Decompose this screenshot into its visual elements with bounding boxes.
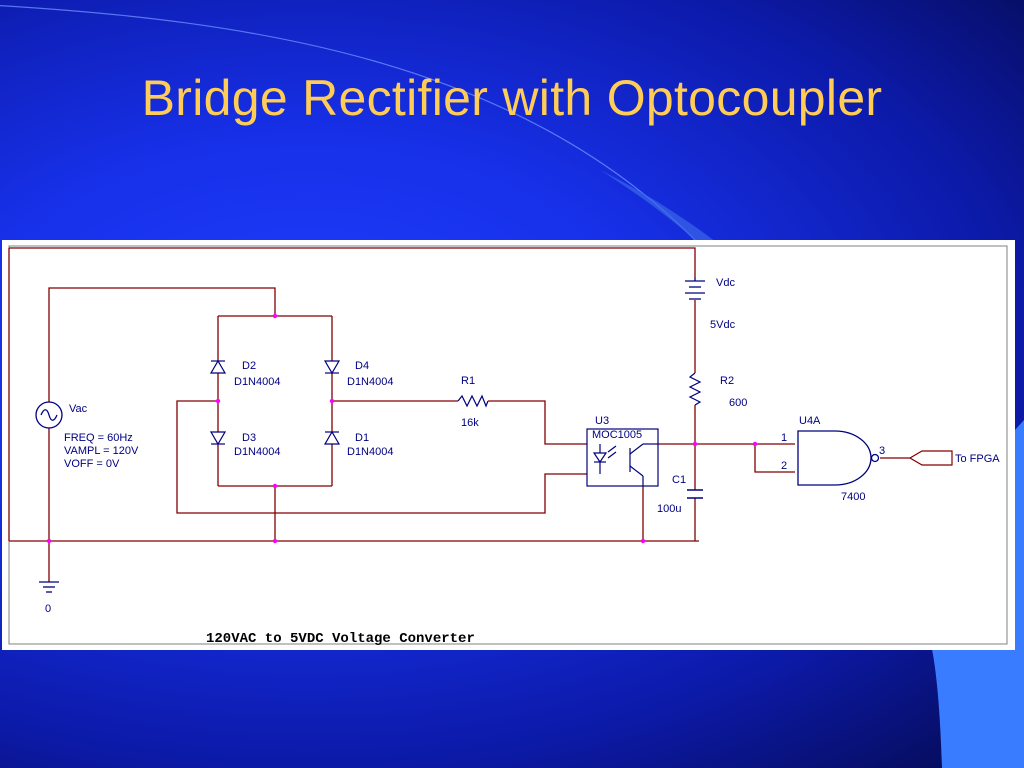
- diode-d1-symbol: [323, 430, 341, 445]
- diode-d4-symbol: [323, 360, 341, 375]
- wire-bridge-left-loop: [176, 400, 587, 514]
- wires: [8, 247, 910, 582]
- slide-title: Bridge Rectifier with Optocoupler: [141, 70, 883, 126]
- source-vampl: VAMPL = 120V: [64, 445, 139, 457]
- r1-ref: R1: [461, 375, 475, 387]
- capacitor-c1-symbol: [687, 489, 703, 499]
- wire-source-to-bridge-top: [48, 287, 276, 402]
- ground-symbol: [39, 581, 59, 593]
- decorative-corner-shape: [930, 420, 1024, 768]
- r1-value: 16k: [461, 417, 479, 429]
- diode-part: D1N4004: [347, 446, 393, 458]
- wire-r1-to-opto: [488, 400, 587, 445]
- output-label: To FPGA: [955, 453, 1000, 465]
- source-name: Vac: [69, 403, 88, 415]
- junction-dot: [272, 538, 278, 544]
- diode-ref: D4: [355, 360, 369, 372]
- optocoupler-symbol: [586, 428, 659, 487]
- battery-ref: Vdc: [716, 277, 735, 289]
- diode-d2-symbol: [209, 359, 227, 374]
- gate-pin-3: 3: [879, 445, 885, 457]
- diode-ref: D3: [242, 432, 256, 444]
- wire-gate-input-2: [754, 444, 795, 473]
- resistor-r1-symbol: [457, 394, 489, 408]
- source-voff: VOFF = 0V: [64, 458, 120, 470]
- opto-ref: U3: [595, 415, 609, 427]
- junction-dot: [215, 398, 221, 404]
- gate-pin-1: 1: [781, 432, 787, 444]
- diode-d3-symbol: [209, 431, 227, 446]
- schematic-panel: Vac FREQ = 60Hz VAMPL = 120V VOFF = 0V 0: [2, 240, 1015, 650]
- opto-part: MOC1005: [592, 429, 642, 441]
- resistor-r2-symbol: [688, 372, 702, 406]
- junction-dot: [272, 313, 278, 319]
- r2-value: 600: [729, 397, 747, 409]
- junction-dot: [752, 441, 758, 447]
- junction-dot: [329, 398, 335, 404]
- gate-part: 7400: [841, 491, 865, 503]
- circuit-schematic: Vac FREQ = 60Hz VAMPL = 120V VOFF = 0V 0: [8, 245, 1008, 647]
- battery-symbol: [685, 277, 705, 300]
- ground-label: 0: [45, 603, 51, 615]
- diode-part: D1N4004: [234, 376, 280, 388]
- gate-pin-2: 2: [781, 460, 787, 472]
- gate-ref: U4A: [799, 415, 821, 427]
- junction-dot: [640, 538, 646, 544]
- junctions: [46, 313, 758, 544]
- junction-dot: [692, 441, 698, 447]
- junction-dot: [46, 538, 52, 544]
- output-connector-symbol: [908, 450, 953, 466]
- schematic-caption: 120VAC to 5VDC Voltage Converter: [206, 631, 475, 647]
- diode-part: D1N4004: [347, 376, 393, 388]
- capacitor-value: 100u: [657, 503, 681, 515]
- diode-ref: D2: [242, 360, 256, 372]
- nand-gate-symbol: [797, 430, 880, 486]
- ac-source-symbol: [35, 401, 63, 429]
- junction-dot: [272, 483, 278, 489]
- wire-top-rail: [9, 247, 696, 277]
- diode-part: D1N4004: [234, 446, 280, 458]
- battery-value: 5Vdc: [710, 319, 736, 331]
- capacitor-ref: C1: [672, 474, 686, 486]
- decorative-swoosh-band: [600, 170, 720, 245]
- diode-ref: D1: [355, 432, 369, 444]
- decorative-swoosh-line: [0, 5, 701, 246]
- source-freq: FREQ = 60Hz: [64, 432, 133, 444]
- r2-ref: R2: [720, 375, 734, 387]
